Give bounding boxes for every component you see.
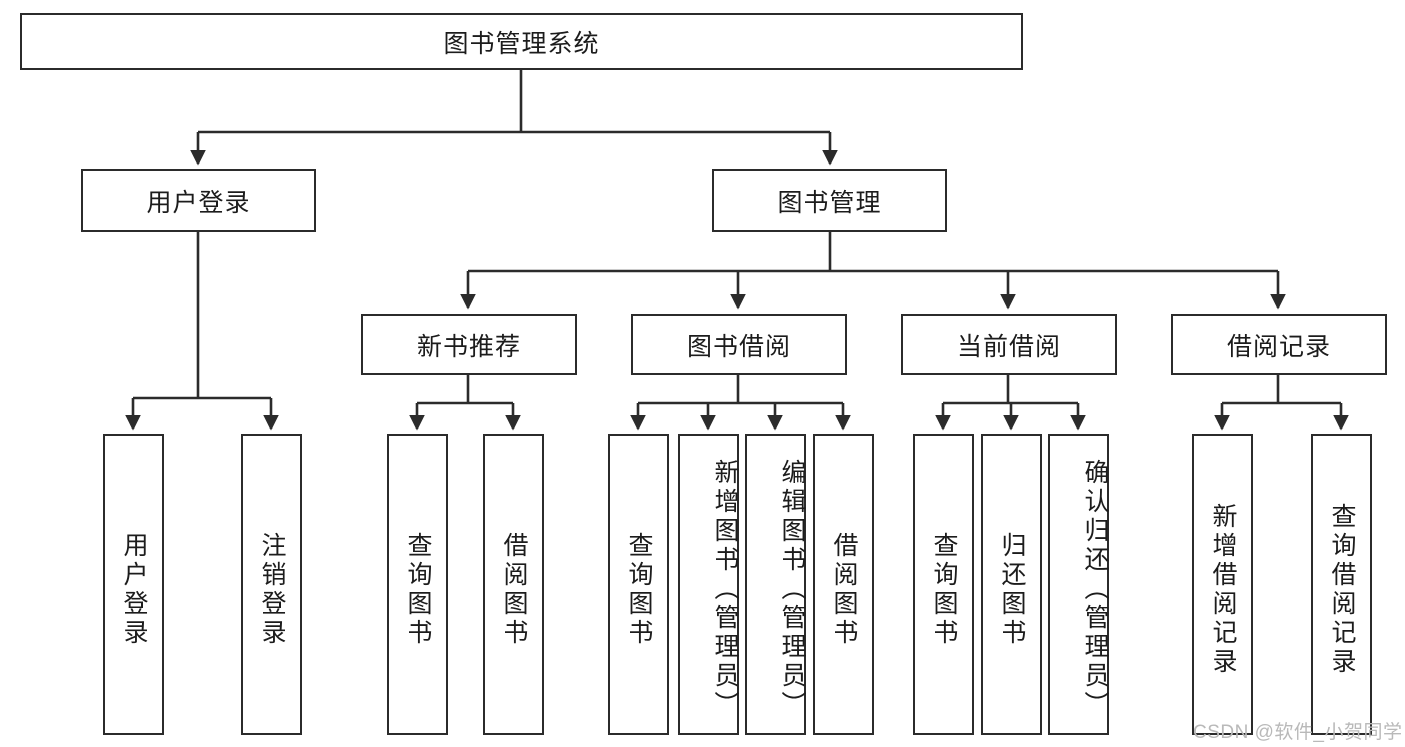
leaf-query-book-3-label: 查询图书 — [930, 531, 958, 648]
leaf-query-book-1[interactable]: 查询图书 — [387, 434, 448, 735]
leaf-query-record[interactable]: 查询借阅记录 — [1311, 434, 1372, 735]
leaf-borrow-book-2-label: 借阅图书 — [830, 531, 858, 648]
leaf-query-record-label: 查询借阅记录 — [1328, 502, 1356, 677]
leaf-borrow-book-2[interactable]: 借阅图书 — [813, 434, 874, 735]
node-current-borrow[interactable]: 当前借阅 — [901, 314, 1117, 375]
node-borrow-record-label: 借阅记录 — [1226, 332, 1331, 361]
node-root[interactable]: 图书管理系统 — [20, 13, 1023, 70]
node-book-borrow-label: 图书借阅 — [686, 332, 791, 361]
node-new-book-recommend-label: 新书推荐 — [416, 332, 521, 361]
leaf-add-record[interactable]: 新增借阅记录 — [1192, 434, 1253, 735]
leaf-query-book-1-label: 查询图书 — [404, 531, 432, 648]
leaf-edit-book[interactable]: 编辑图书（管理员） — [745, 434, 806, 735]
node-book-borrow[interactable]: 图书借阅 — [631, 314, 847, 375]
node-user-login[interactable]: 用户登录 — [81, 169, 316, 232]
leaf-query-book-2[interactable]: 查询图书 — [608, 434, 669, 735]
leaf-user-logout-label: 注销登录 — [258, 531, 286, 648]
node-user-login-label: 用户登录 — [146, 188, 251, 217]
node-root-label: 图书管理系统 — [443, 29, 600, 58]
leaf-borrow-book-1[interactable]: 借阅图书 — [483, 434, 544, 735]
leaf-return-book-label: 归还图书 — [998, 531, 1026, 648]
leaf-confirm-return[interactable]: 确认归还（管理员） — [1048, 434, 1109, 735]
leaf-return-book[interactable]: 归还图书 — [981, 434, 1042, 735]
csdn-watermark: CSDN @软件_小贺同学 — [1193, 722, 1403, 743]
node-borrow-record[interactable]: 借阅记录 — [1171, 314, 1387, 375]
leaf-query-book-3[interactable]: 查询图书 — [913, 434, 974, 735]
leaf-add-record-label: 新增借阅记录 — [1209, 502, 1237, 677]
leaf-add-book-label: 新增图书（管理员） — [711, 459, 739, 720]
node-book-manage[interactable]: 图书管理 — [712, 169, 947, 232]
leaf-add-book[interactable]: 新增图书（管理员） — [678, 434, 739, 735]
leaf-query-book-2-label: 查询图书 — [625, 531, 653, 648]
node-book-manage-label: 图书管理 — [777, 188, 882, 217]
leaf-edit-book-label: 编辑图书（管理员） — [778, 459, 806, 720]
leaf-user-login[interactable]: 用户登录 — [103, 434, 164, 735]
leaf-borrow-book-1-label: 借阅图书 — [500, 531, 528, 648]
node-current-borrow-label: 当前借阅 — [956, 332, 1061, 361]
leaf-confirm-return-label: 确认归还（管理员） — [1081, 459, 1109, 720]
node-new-book-recommend[interactable]: 新书推荐 — [361, 314, 577, 375]
leaf-user-logout[interactable]: 注销登录 — [241, 434, 302, 735]
leaf-user-login-label: 用户登录 — [120, 531, 148, 648]
